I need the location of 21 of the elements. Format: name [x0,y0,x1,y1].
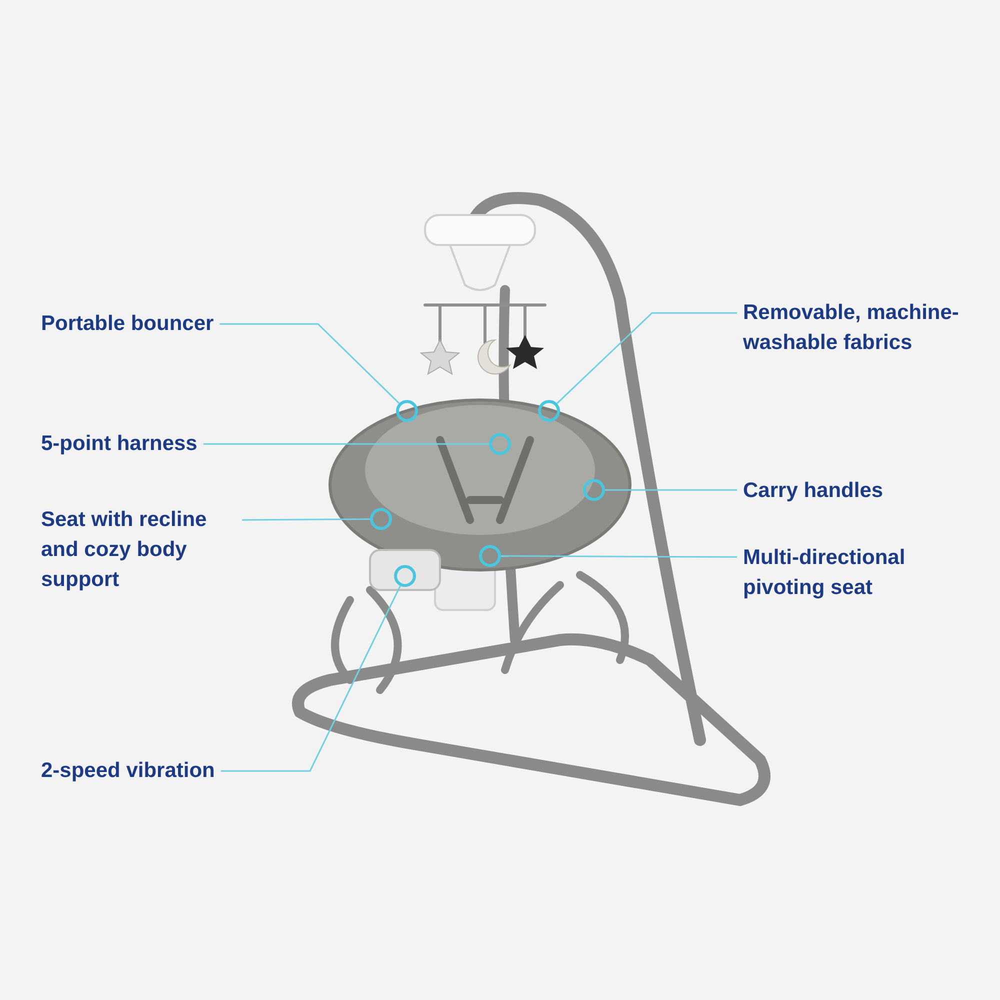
feature-label: Removable, machine-washable fabrics [743,298,968,358]
feature-label: Seat with recline and cozy body support [41,505,236,595]
callout-ring [489,433,511,455]
feature-label: Portable bouncer [41,309,214,339]
leader-line [220,323,400,404]
feature-label: Multi-directional pivoting seat [743,543,943,603]
leader-line [501,555,737,558]
leader-line [203,443,489,445]
feature-label: 2-speed vibration [41,756,215,786]
callout-ring [394,565,416,587]
callout-ring [370,508,392,530]
leader-line [556,312,737,404]
callout-ring [479,545,501,567]
feature-label: Carry handles [743,476,884,506]
leader-line [220,586,401,772]
leader-line [605,489,737,491]
leader-line [242,518,370,521]
callout-ring [396,400,418,422]
callout-ring [538,400,560,422]
feature-label: 5-point harness [41,429,198,459]
callout-ring [583,479,605,501]
